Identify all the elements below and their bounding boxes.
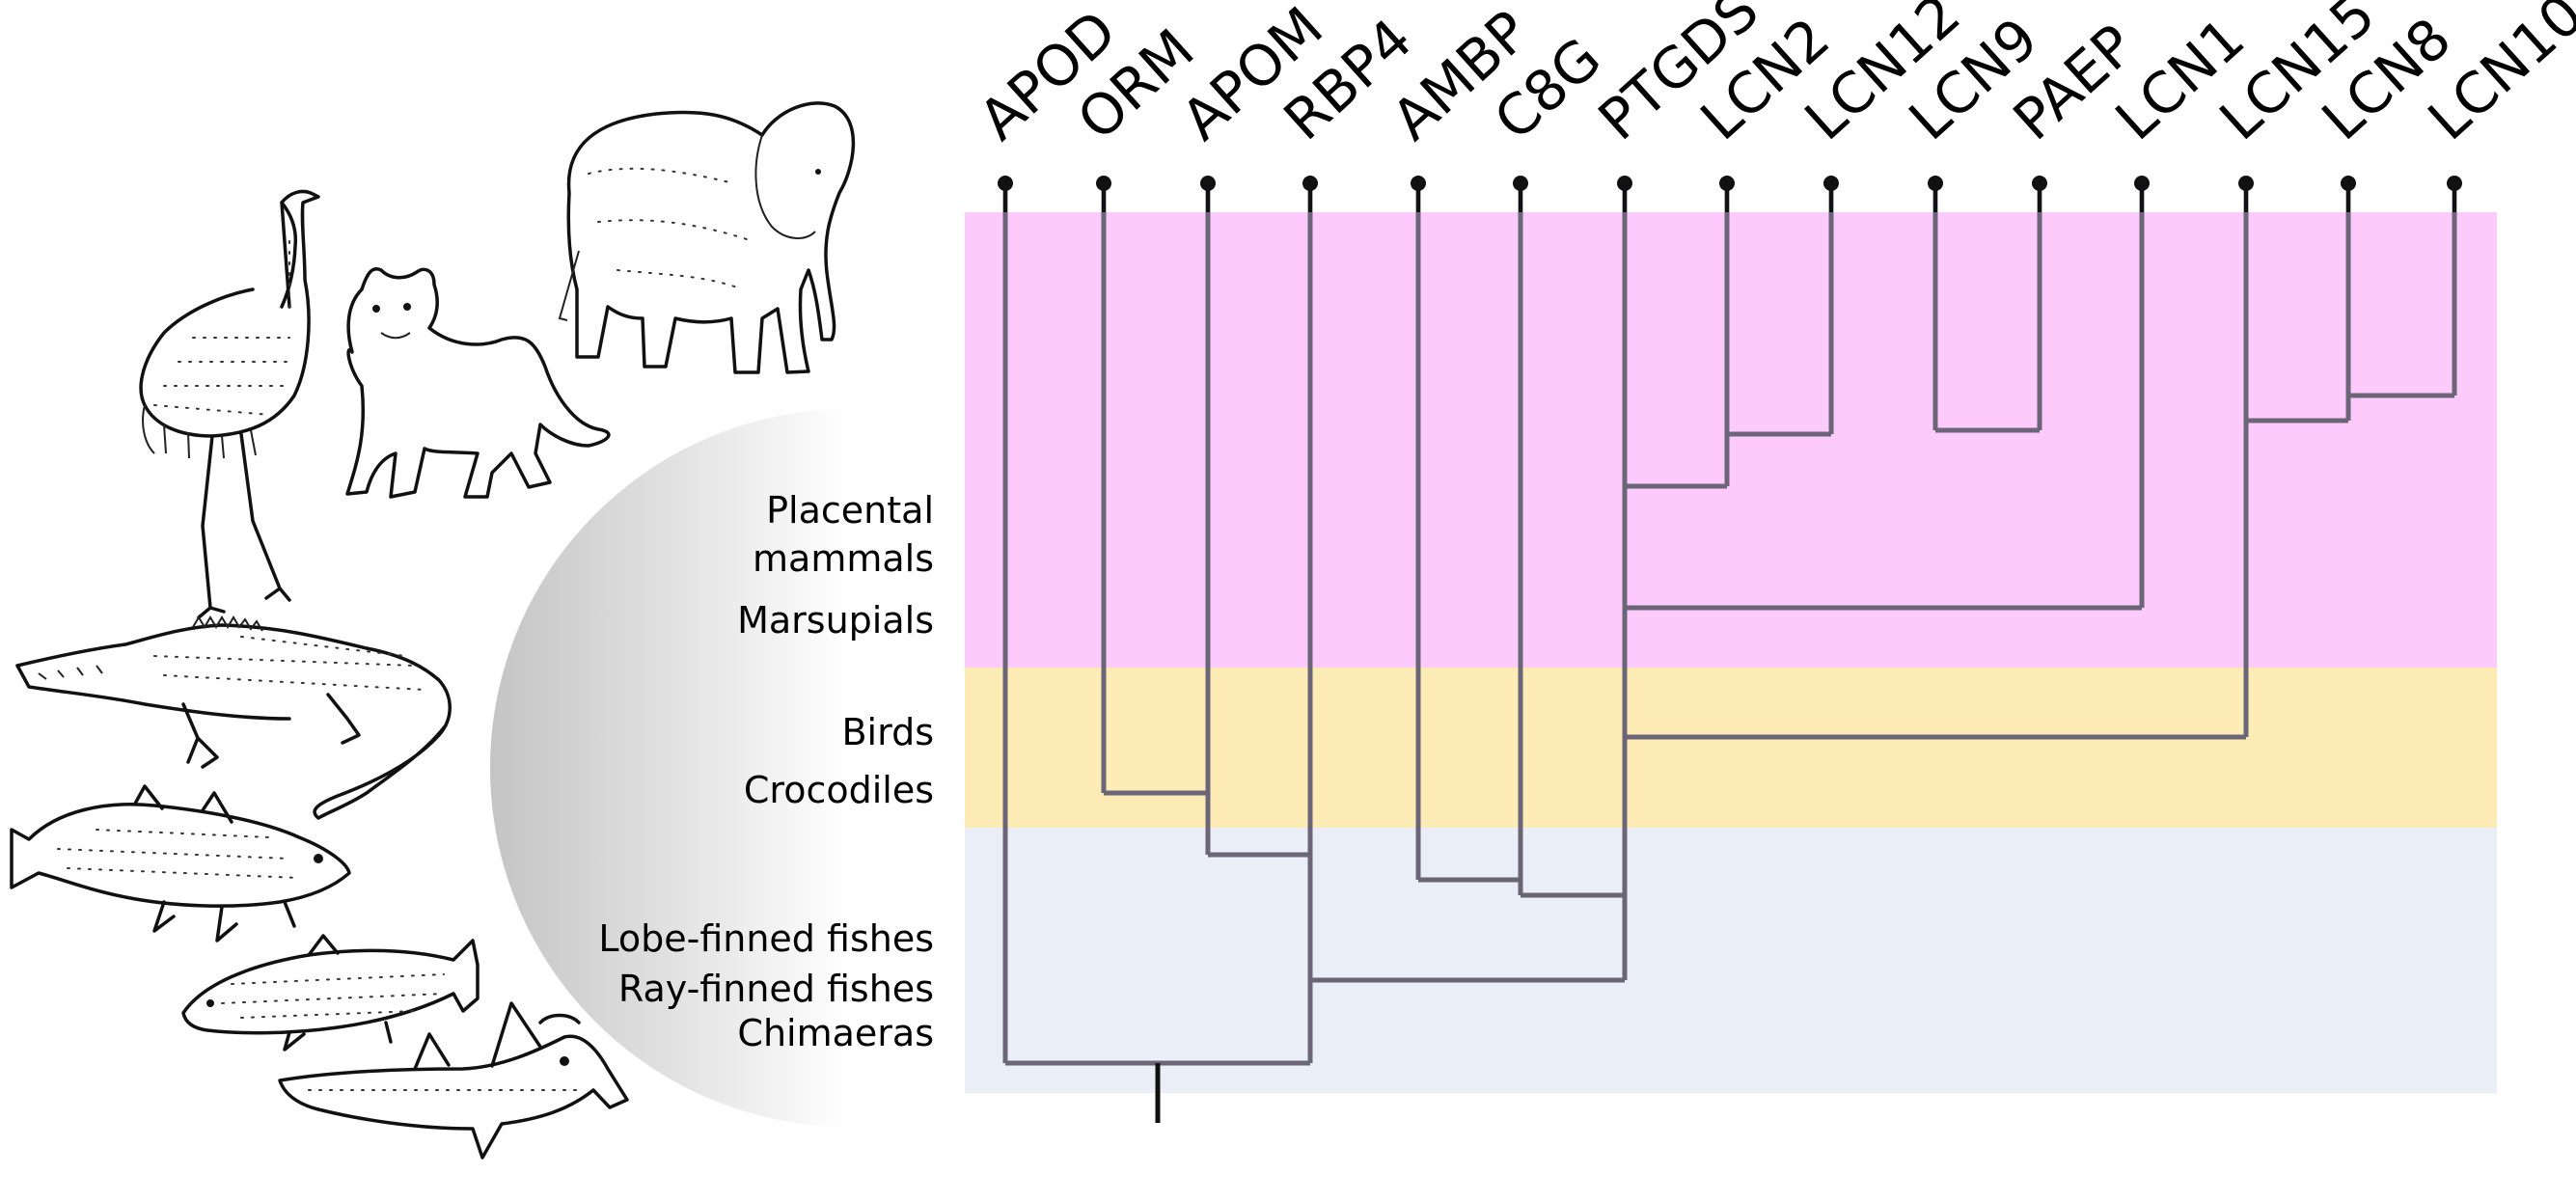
taxon-label-7-1: Chimaeras bbox=[737, 1012, 934, 1054]
elephant-illustration bbox=[558, 101, 856, 374]
tip-dot-lcn12 bbox=[1823, 176, 1839, 191]
tip-dot-lcn8 bbox=[2341, 176, 2356, 191]
lipocalin-tree bbox=[1002, 183, 2457, 1123]
tip-dot-lcn15 bbox=[2238, 176, 2254, 191]
tip-dot-orm bbox=[1096, 176, 1111, 191]
tip-dot-c8g bbox=[1513, 176, 1528, 191]
taxon-label-3-1: Birds bbox=[841, 711, 934, 753]
taxon-label-1-1: Placental bbox=[766, 489, 934, 532]
taxon-label-6-1: Ray-finned fishes bbox=[618, 968, 934, 1010]
taxon-bands bbox=[965, 212, 2497, 1093]
band-2 bbox=[965, 668, 2497, 828]
tip-dot-rbp4 bbox=[1302, 176, 1318, 191]
half-disc-background bbox=[490, 409, 849, 1127]
crocodile-illustration bbox=[15, 615, 452, 820]
tip-dot-apod bbox=[998, 176, 1013, 191]
tip-dot-lcn1 bbox=[2134, 176, 2150, 191]
coelacanth-illustration bbox=[10, 784, 351, 942]
taxon-label-5-1: Lobe-finned fishes bbox=[598, 917, 934, 960]
tip-dot-lcn9 bbox=[1928, 176, 1943, 191]
tip-dot-ambp bbox=[1411, 176, 1426, 191]
tasmanian-devil-illustration bbox=[345, 267, 611, 499]
band-1 bbox=[965, 212, 2497, 668]
trout-illustration bbox=[181, 934, 480, 1052]
taxon-label-1-2: mammals bbox=[753, 537, 934, 580]
taxon-labels: Placental mammalsMarsupialsBirdsCrocodile… bbox=[598, 489, 934, 1054]
taxon-label-4-1: Crocodiles bbox=[744, 769, 934, 811]
tip-dot-ptgds bbox=[1617, 176, 1632, 191]
tip-dot-apom bbox=[1200, 176, 1216, 191]
gene-labels: APODORMAPOMRBP4AMBPC8GPTGDSLCN2LCN12LCN9… bbox=[967, 0, 2576, 212]
chimaera-illustration bbox=[278, 1001, 629, 1160]
band-3 bbox=[965, 828, 2497, 1093]
tip-dot-lcn10 bbox=[2447, 176, 2462, 191]
emu-illustration bbox=[139, 189, 320, 619]
tip-dot-lcn2 bbox=[1719, 176, 1735, 191]
tip-dot-paep bbox=[2032, 176, 2047, 191]
taxon-label-2-1: Marsupials bbox=[737, 599, 934, 642]
gene-label-lcn10: LCN10 bbox=[2416, 0, 2576, 152]
